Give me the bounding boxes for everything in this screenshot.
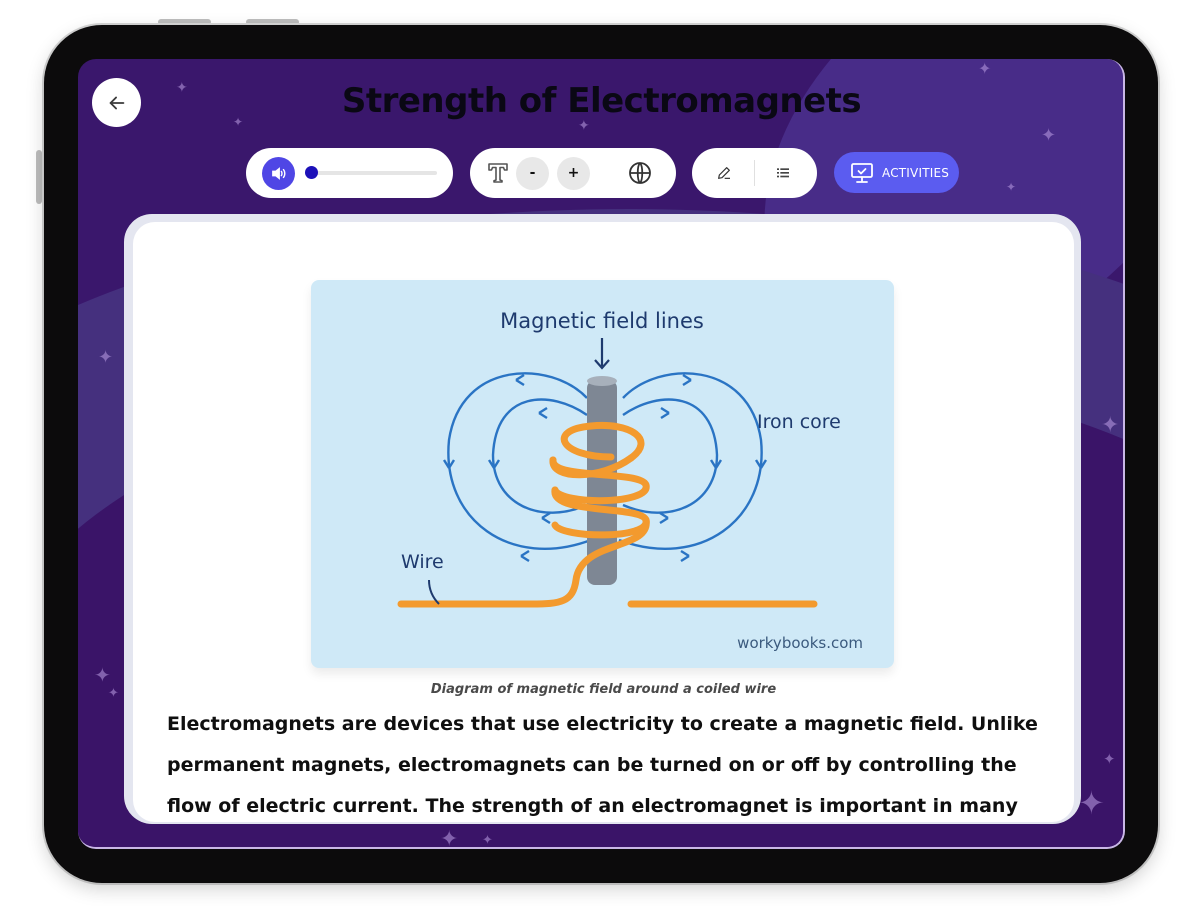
- field-lines-label: Magnetic field lines: [500, 309, 704, 333]
- body-paragraph: Electromagnets are devices that use elec…: [167, 713, 1038, 817]
- play-audio-button[interactable]: [262, 156, 295, 190]
- sparkle-icon: ✦: [1041, 125, 1057, 146]
- electromagnet-diagram: Magnetic field lines Iron core Wire work…: [311, 280, 894, 668]
- sparkle-icon: ✦: [440, 827, 459, 849]
- reader-tools: [692, 148, 817, 198]
- activities-label: ACTIVITIES: [882, 165, 950, 180]
- monitor-check-icon: [851, 162, 873, 183]
- back-button[interactable]: [92, 78, 141, 127]
- sparkle-icon: ✦: [1103, 750, 1116, 768]
- activities-button[interactable]: ACTIVITIES: [834, 152, 959, 193]
- slider-handle[interactable]: [305, 166, 318, 179]
- text-controls: - +: [470, 148, 676, 198]
- sparkle-icon: ✦: [1101, 413, 1120, 438]
- pencil-icon[interactable]: [716, 165, 732, 181]
- sparkle-icon: ✦: [233, 115, 244, 129]
- wire-label: Wire: [401, 551, 444, 573]
- sparkle-icon: ✦: [1006, 180, 1017, 194]
- sparkle-icon: ✦: [98, 347, 114, 368]
- increase-font-button[interactable]: +: [557, 156, 590, 190]
- sparkle-icon: ✦: [482, 833, 493, 848]
- volume-icon: [272, 166, 286, 180]
- content-card: Magnetic field lines Iron core Wire work…: [133, 222, 1074, 822]
- figure-caption: Diagram of magnetic field around a coile…: [430, 682, 777, 697]
- decrease-font-button[interactable]: -: [516, 156, 549, 190]
- divider: [754, 160, 755, 186]
- page-title: Strength of Electromagnets: [341, 81, 862, 121]
- list-icon[interactable]: [775, 165, 791, 181]
- iron-core-label: Iron core: [757, 411, 841, 433]
- sparkle-icon: ✦: [108, 686, 119, 701]
- app-screen: ✦ ✦ ✦ ✦ ✦ ✦ ✦ ✦ ✦ ✦ ✦ ✦ ✦ ✦ Strength of …: [78, 59, 1125, 849]
- globe-icon[interactable]: [628, 161, 652, 185]
- device-button-side: [36, 150, 42, 204]
- device-button-top: [158, 19, 211, 25]
- sparkle-icon: ✦: [1078, 784, 1105, 822]
- watermark: workybooks.com: [737, 634, 863, 652]
- sparkle-icon: ✦: [978, 59, 992, 78]
- audio-player: [246, 148, 453, 198]
- sparkle-icon: ✦: [176, 80, 188, 96]
- text-size-icon[interactable]: [486, 161, 510, 185]
- audio-progress-slider[interactable]: [305, 166, 437, 179]
- sparkle-icon: ✦: [578, 118, 590, 134]
- arrow-left-icon: [109, 96, 124, 109]
- sparkle-icon: ✦: [94, 663, 111, 687]
- device-button-top: [246, 19, 299, 25]
